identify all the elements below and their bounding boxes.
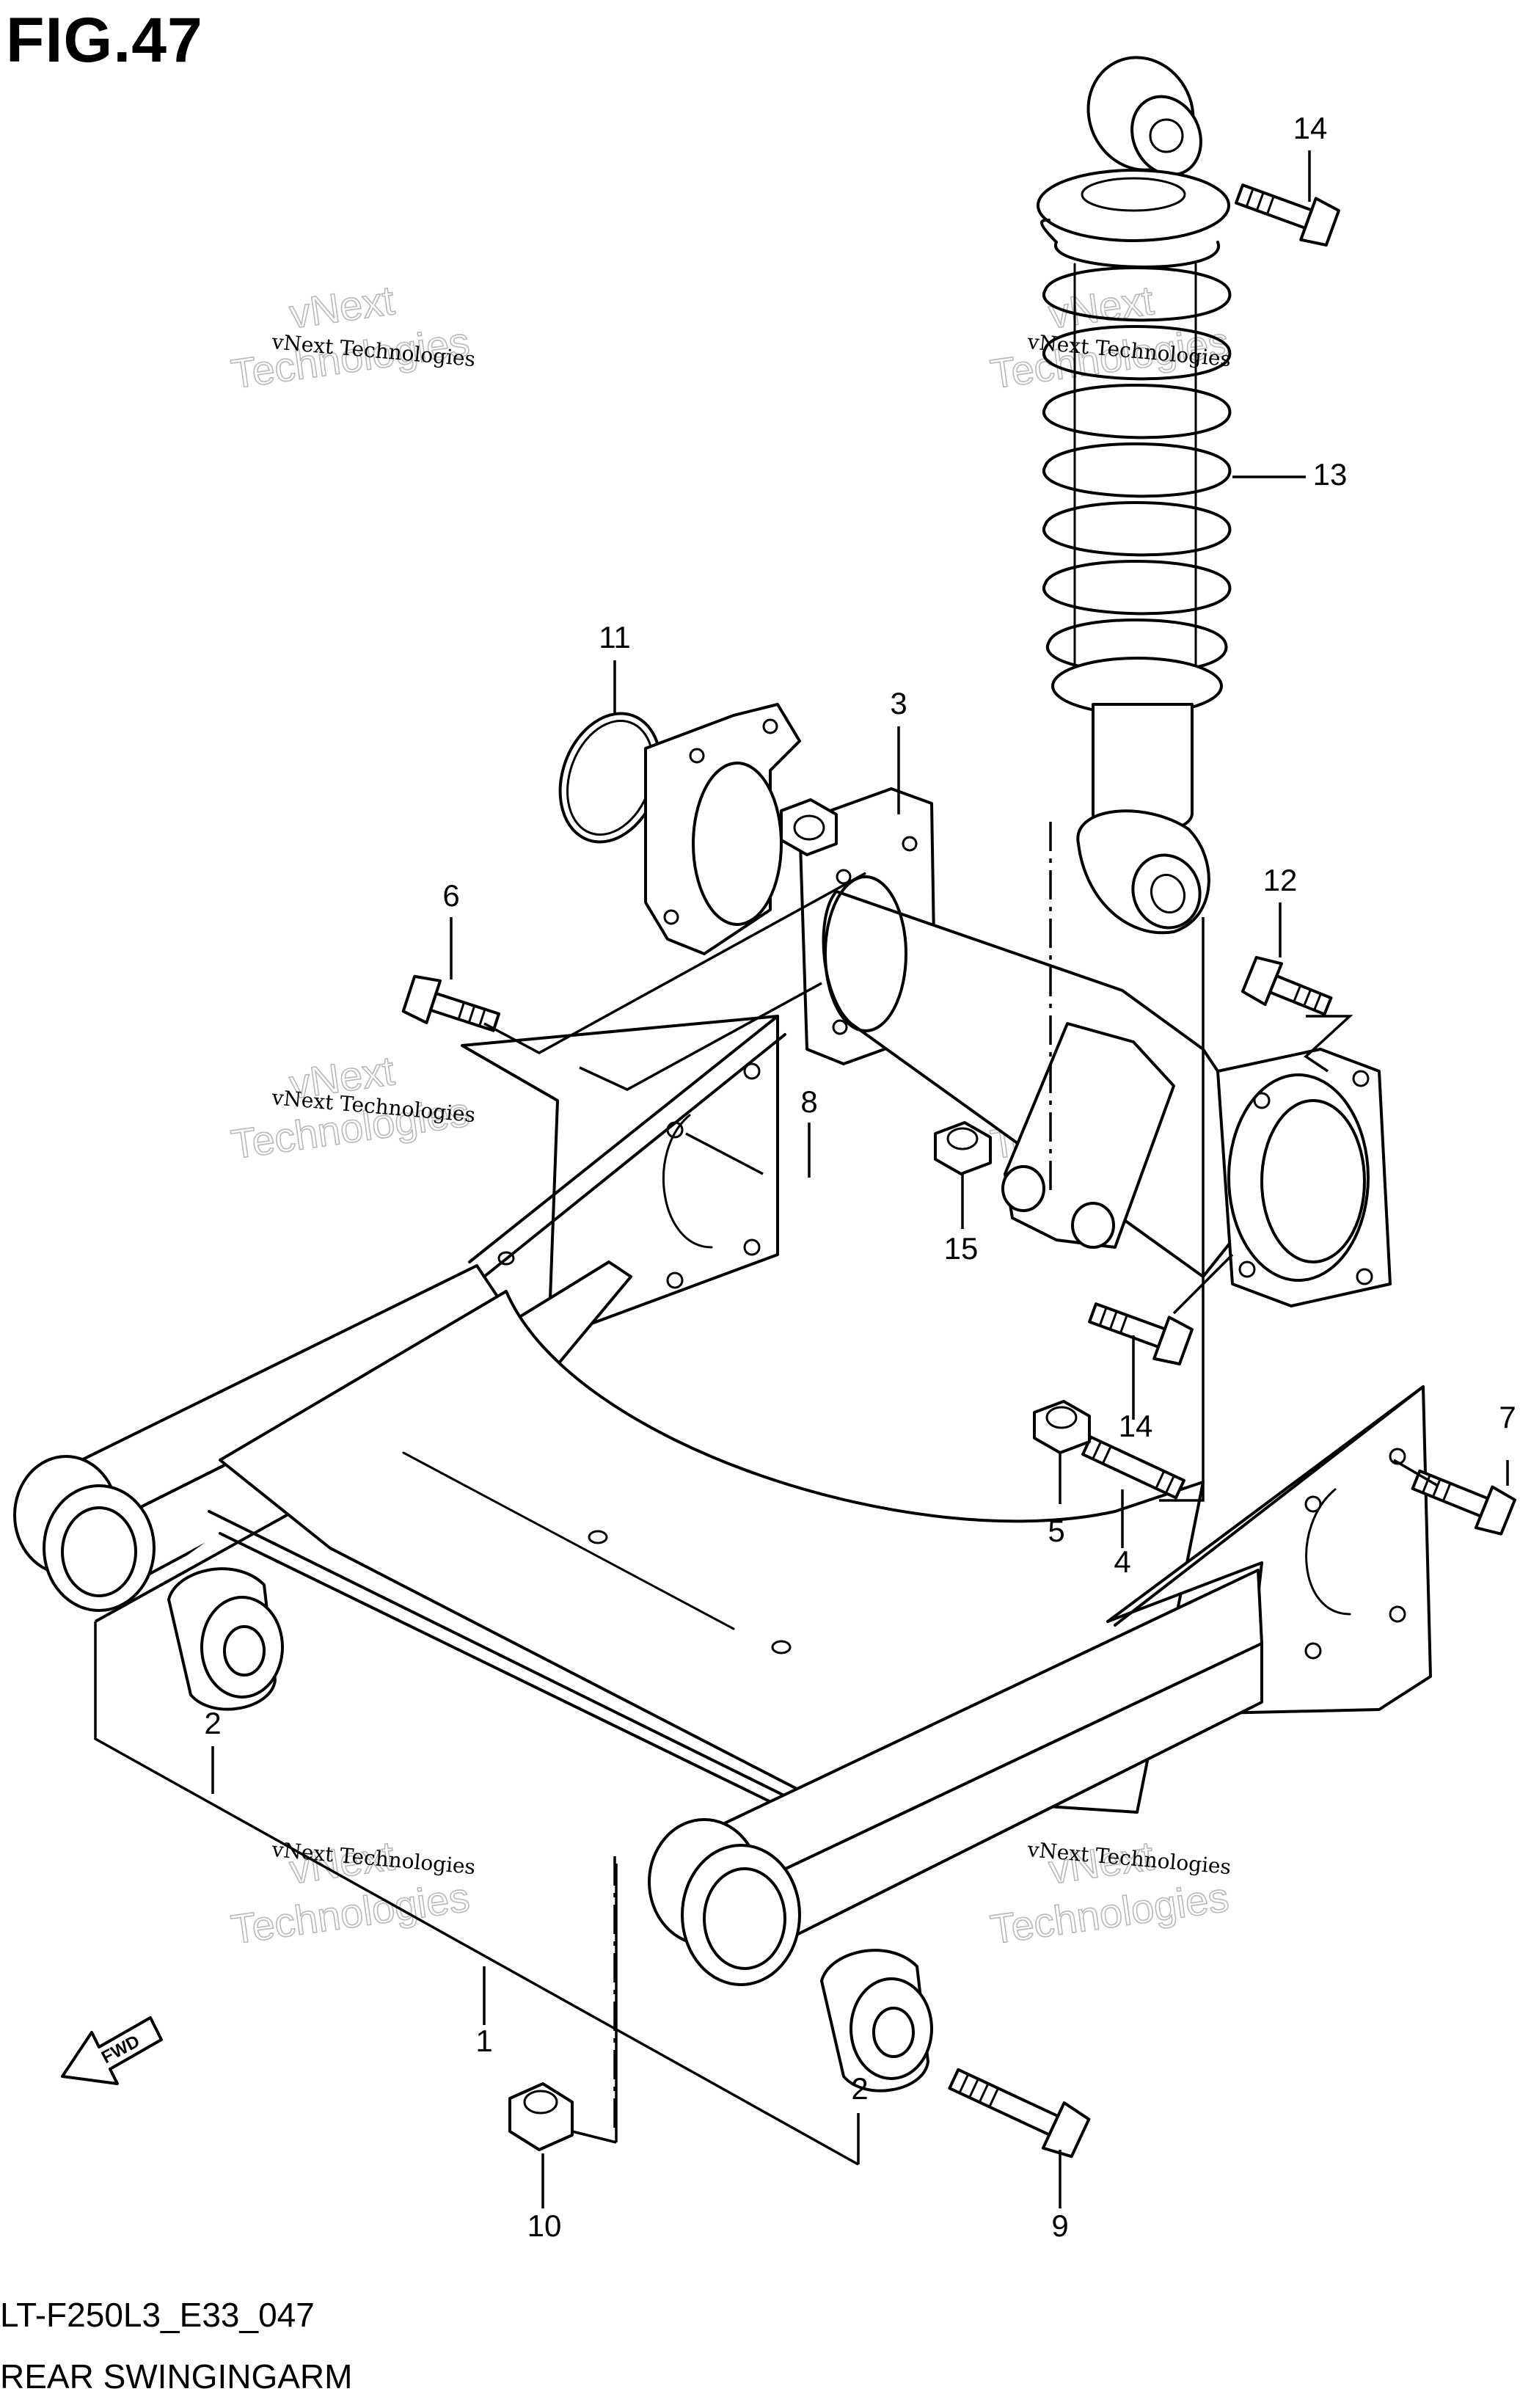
watermark: vNext Technologies	[227, 276, 472, 398]
callout-12: 12	[1263, 863, 1298, 897]
figure-title: FIG.47	[6, 5, 203, 76]
bolt-14-top	[1235, 183, 1340, 247]
watermark: vNext Technologies	[987, 1831, 1232, 1953]
bolt-12	[1241, 955, 1333, 1016]
bolt-6	[401, 974, 501, 1032]
callout-14-top: 14	[1293, 111, 1328, 145]
callout-10: 10	[527, 2208, 562, 2243]
nut-15	[934, 1121, 992, 1175]
rear-axle-housing	[644, 703, 1392, 1307]
callout-6: 6	[442, 878, 459, 913]
callout-2-right: 2	[851, 2071, 868, 2106]
callout-13: 13	[1313, 457, 1348, 492]
callout-numbers: 14 13 11 3 6 12 8 15 14 7 5 4 2 1 2 10 9	[204, 111, 1516, 2243]
pivot-bushing-right	[820, 1949, 933, 2093]
watermark-big-2: Technologies	[987, 1873, 1231, 1952]
nut-10	[508, 2082, 574, 2151]
callout-7: 7	[1499, 1400, 1516, 1434]
callout-15: 15	[944, 1231, 979, 1266]
callout-2-left: 2	[204, 1706, 221, 1740]
bolt-9	[948, 2068, 1091, 2159]
callout-14-lower: 14	[1119, 1409, 1153, 1443]
diagram-subtitle: REAR SWINGINGARM	[0, 2357, 353, 2396]
leader-lines	[94, 150, 1509, 2208]
diagram-code: LT-F250L3_E33_047	[0, 2296, 315, 2334]
callout-11: 11	[599, 620, 631, 654]
watermark: vNext Technologies	[227, 1831, 472, 1953]
callout-5: 5	[1048, 1514, 1064, 1548]
forward-direction-arrow: FWD	[61, 2016, 163, 2085]
callout-8: 8	[800, 1084, 817, 1119]
watermark-big-1: vNext	[287, 277, 398, 337]
rear-shock-absorber	[1037, 56, 1232, 935]
bolt-14-lower	[1088, 1302, 1194, 1366]
callout-4: 4	[1114, 1544, 1130, 1579]
callout-3: 3	[890, 686, 907, 720]
nut-8	[780, 798, 838, 856]
nut-5	[1033, 1400, 1091, 1454]
callout-9: 9	[1051, 2208, 1068, 2243]
stud-4	[1081, 1435, 1185, 1500]
watermark-big-2: Technologies	[228, 1873, 472, 1952]
pivot-bushing-left	[167, 1567, 284, 1711]
rear-swingarm	[13, 1015, 1432, 1986]
callout-1: 1	[475, 2024, 492, 2058]
